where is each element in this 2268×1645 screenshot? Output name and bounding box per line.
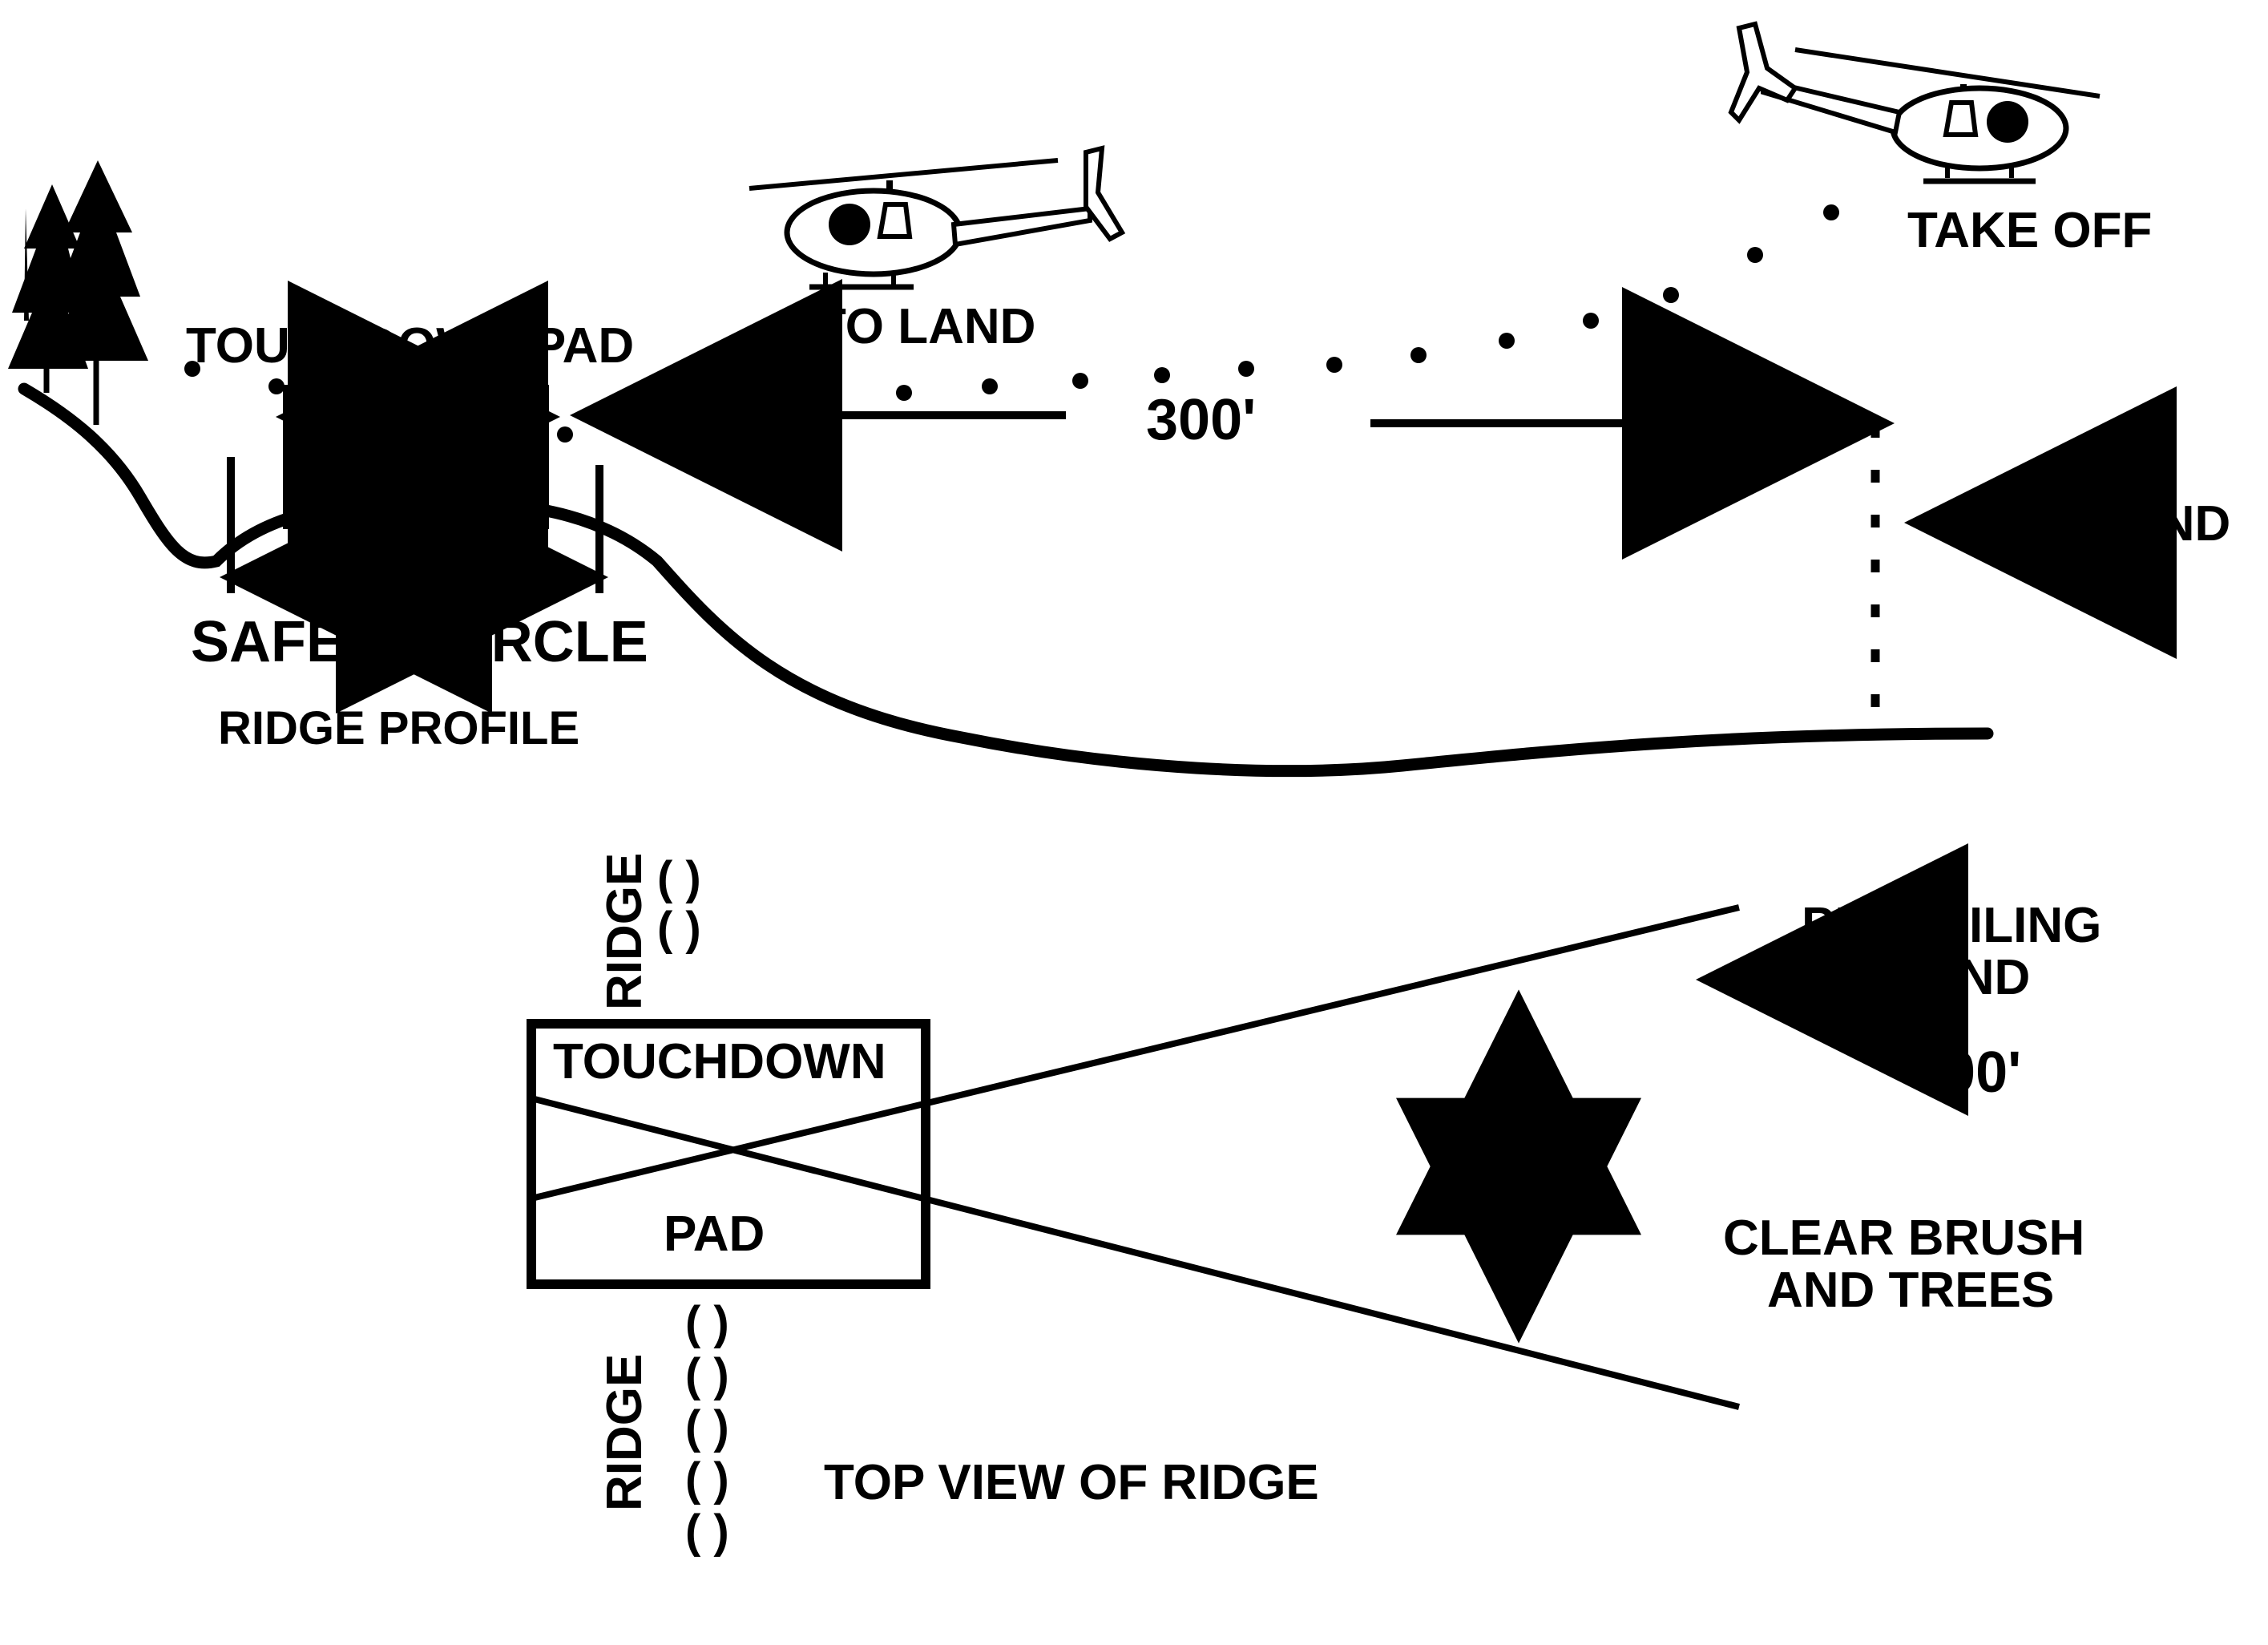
svg-text:( ): ( ) xyxy=(685,1453,729,1506)
ridge-marks-top: ( ) xyxy=(657,852,701,904)
pine-trees-icon xyxy=(8,160,148,425)
ridge-profile-label: RIDGE PROFILE xyxy=(218,702,579,754)
take-off-label: TAKE OFF xyxy=(1907,203,2152,258)
clear-brush-line2: AND TREES xyxy=(1767,1263,2054,1318)
prevailing-wind-line2: WIND xyxy=(1898,950,2030,1005)
angle-arrow-down xyxy=(1396,1097,1642,1344)
landing-helicopter-icon xyxy=(749,145,1126,290)
svg-text:( ): ( ) xyxy=(685,1349,729,1401)
touchdown-pad-label: TOUCHDOWN PAD xyxy=(186,318,634,374)
ridge-label-bottom: RIDGE xyxy=(597,1354,652,1511)
angle-label: 20 xyxy=(1487,1133,1542,1188)
top-view-section: RIDGE ( ) ( ) TOUCHDOWN PAD 20 o PREVAIL… xyxy=(527,843,2101,1558)
prevailing-wind-line1: PREVAILING xyxy=(1802,898,2101,953)
takeoff-helicopter-icon xyxy=(1728,21,2101,184)
ridge-marks-top-2: ( ) xyxy=(657,903,701,955)
svg-text:( ): ( ) xyxy=(685,1506,729,1558)
pad-label-bottom: PAD xyxy=(664,1206,765,1262)
approach-distance-label: 300' xyxy=(1146,388,1256,452)
approach-lane-lower-line xyxy=(531,1095,1740,1410)
safety-circle-width-label: 90' xyxy=(377,542,454,606)
ridge-marks-bottom: ( ) ( ) ( ) ( ) ( ) xyxy=(685,1297,729,1558)
ridge-terrain-line xyxy=(18,382,1994,778)
top-view-label: TOP VIEW OF RIDGE xyxy=(824,1455,1319,1510)
svg-text:( ): ( ) xyxy=(685,1297,729,1349)
touchdown-pad-box xyxy=(527,1019,930,1289)
safety-circle-label: SAFETY CIRCLE xyxy=(191,610,648,674)
to-land-label: TO LAND xyxy=(816,299,1035,354)
angle-arrow-up xyxy=(1395,989,1641,1235)
ridge-label-top: RIDGE xyxy=(597,853,652,1010)
angle-unit: o xyxy=(1556,1111,1579,1153)
ridge-profile-section: 20' 90' TOUCHDOWN PAD SAFETY CIRCLE RIDG… xyxy=(8,21,2230,778)
wind-label: WIND xyxy=(2098,496,2230,552)
svg-text:( ): ( ) xyxy=(685,1401,729,1453)
clear-brush-line1: CLEAR BRUSH xyxy=(1723,1211,2084,1266)
pad-width-label: 20' xyxy=(381,386,459,450)
pad-label-top: TOUCHDOWN xyxy=(553,1034,886,1089)
lane-distance-label: 300' xyxy=(1911,1041,2021,1105)
